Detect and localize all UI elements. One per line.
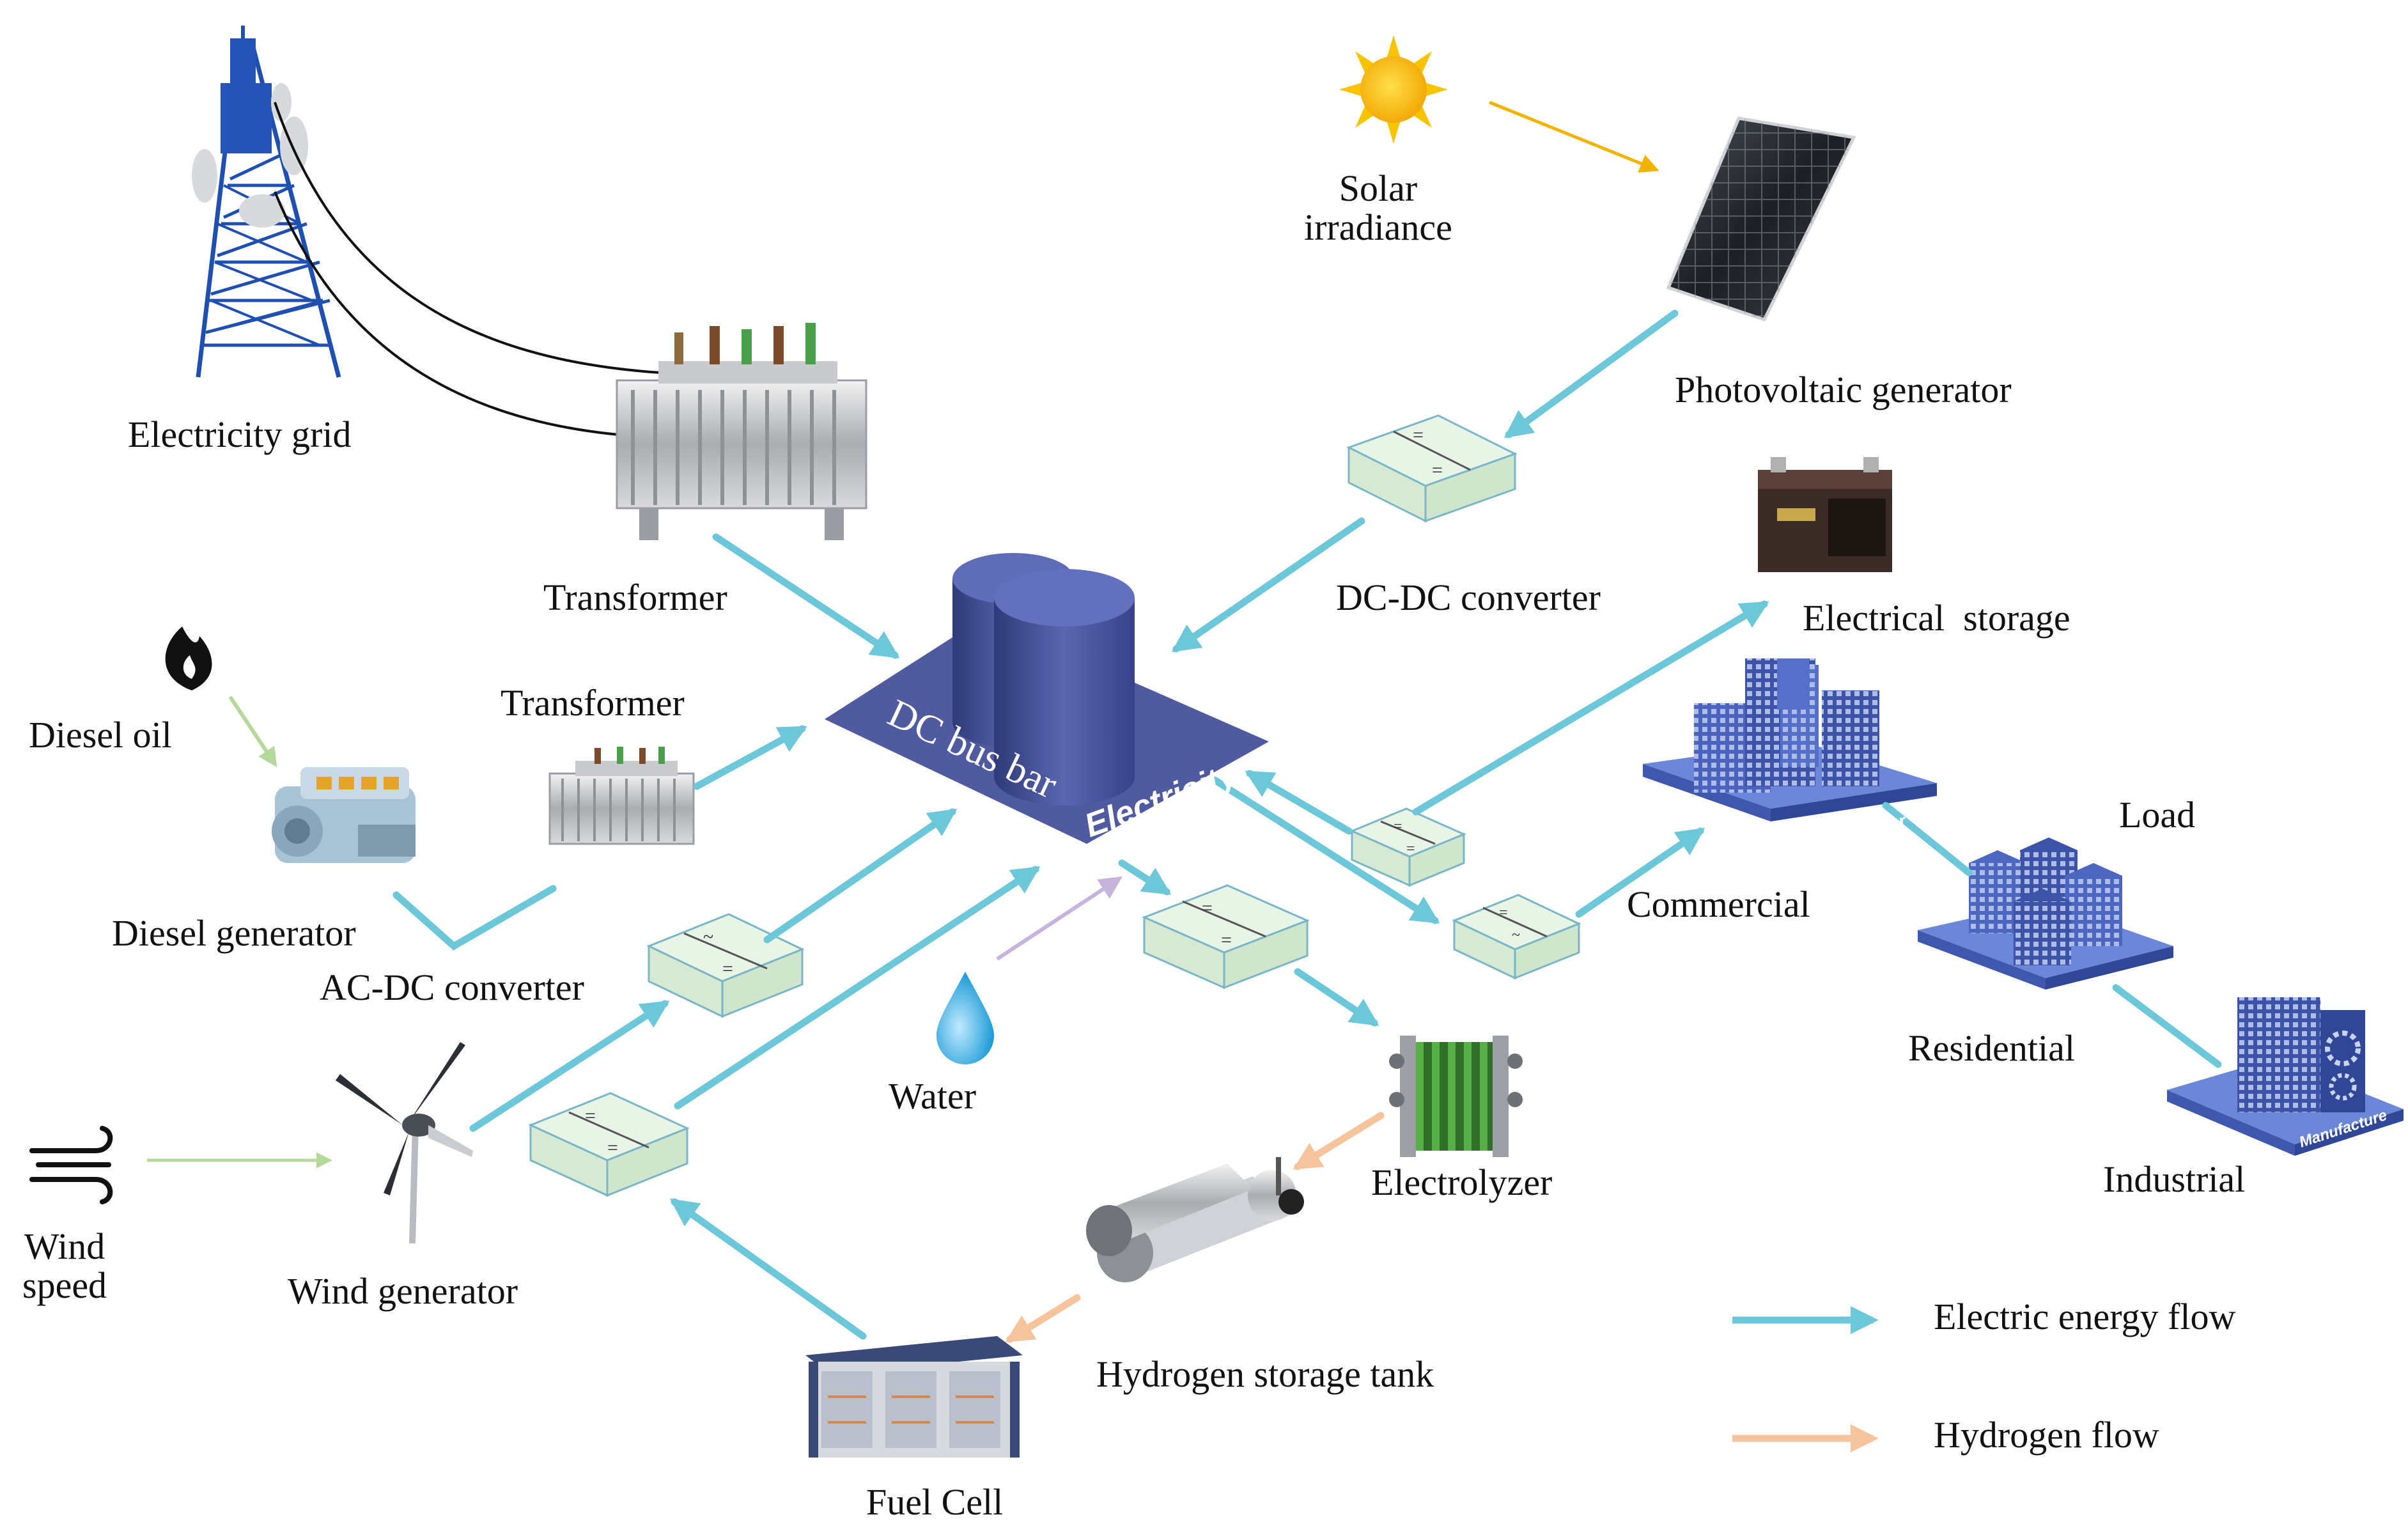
wind-icon bbox=[29, 1126, 113, 1204]
label-dc-dc-converter: DC-DC converter bbox=[1336, 577, 1601, 618]
converter-ac-dc-diesel: ~ = bbox=[646, 913, 805, 1018]
electrolyzer-icon bbox=[1389, 1036, 1523, 1157]
legend bbox=[1732, 1306, 1879, 1452]
label-solar-irradiance-line2: irradiance bbox=[1304, 206, 1452, 248]
label-industrial: Industrial bbox=[2103, 1158, 2246, 1200]
svg-text:=: = bbox=[607, 1137, 618, 1158]
svg-text:=: = bbox=[1499, 905, 1508, 921]
svg-text:=: = bbox=[1221, 929, 1232, 951]
label-commercial: Commercial bbox=[1627, 883, 1810, 925]
pv-panel-icon bbox=[1666, 116, 1856, 322]
converter-dc-dc-pv: = = bbox=[1346, 414, 1518, 523]
label-solar-irradiance-line1: Solar bbox=[1339, 167, 1418, 209]
label-diesel-generator: Diesel generator bbox=[112, 912, 356, 954]
label-diesel-oil: Diesel oil bbox=[29, 714, 172, 756]
label-water: Water bbox=[889, 1075, 977, 1117]
water-arrow bbox=[996, 876, 1123, 961]
fuel-cell-icon bbox=[805, 1336, 1023, 1458]
svg-text:=: = bbox=[1413, 424, 1424, 446]
converter-load: = ~ bbox=[1452, 894, 1581, 980]
industrial-building-icon bbox=[2167, 997, 2404, 1156]
label-wind-speed-line1: Wind bbox=[24, 1225, 105, 1267]
label-wind-speed: Wind speed bbox=[22, 1227, 107, 1305]
label-fuel-cell: Fuel Cell bbox=[866, 1481, 1004, 1523]
label-transformer-top: Transformer bbox=[543, 577, 727, 618]
svg-text:~: ~ bbox=[703, 926, 713, 947]
label-wind-speed-line2: speed bbox=[22, 1264, 107, 1306]
grid-tower-icon bbox=[192, 26, 701, 440]
label-ac-dc-converter: AC-DC converter bbox=[320, 967, 584, 1008]
converter-ac-dc-wind: = = bbox=[528, 1092, 690, 1197]
legend-electric-label: Electric energy flow bbox=[1934, 1296, 2236, 1337]
dc-bus-bar bbox=[825, 553, 1269, 844]
residential-buildings-icon bbox=[1918, 837, 2173, 990]
electric-flow-arrows bbox=[392, 309, 2222, 1340]
label-wind-generator: Wind generator bbox=[288, 1270, 518, 1312]
flame-icon bbox=[165, 626, 212, 690]
legend-hydrogen-label: Hydrogen flow bbox=[1934, 1414, 2159, 1456]
label-transformer-mid: Transformer bbox=[501, 682, 685, 724]
diesel-generator-icon bbox=[272, 767, 416, 863]
svg-text:=: = bbox=[585, 1105, 596, 1126]
diesel-oil-arrow bbox=[228, 696, 277, 767]
transformer-mid-icon bbox=[548, 747, 695, 845]
wind-turbine-icon bbox=[336, 1042, 473, 1244]
label-electrical-storage: Electrical storage bbox=[1803, 597, 2070, 639]
label-electricity-grid: Electricity grid bbox=[128, 414, 352, 455]
label-photovoltaic-generator: Photovoltaic generator bbox=[1675, 369, 2012, 410]
converter-storage: = = bbox=[1349, 807, 1466, 887]
commercial-buildings-icon bbox=[1643, 658, 1937, 821]
transformer-top-icon bbox=[616, 323, 867, 540]
sun-icon bbox=[1339, 35, 1448, 144]
converter-electrolyzer: = = bbox=[1142, 884, 1310, 990]
hydrogen-tank-icon bbox=[1086, 1157, 1304, 1282]
label-solar-irradiance: Solar irradiance bbox=[1304, 169, 1452, 247]
trade-center-tag: Trade Center bbox=[1798, 810, 1909, 863]
svg-text:~: ~ bbox=[1512, 927, 1520, 944]
svg-text:=: = bbox=[1394, 818, 1402, 835]
label-load: Load bbox=[2119, 794, 2196, 836]
svg-text:=: = bbox=[722, 958, 733, 979]
solar-arrow bbox=[1489, 100, 1659, 173]
label-residential: Residential bbox=[1908, 1027, 2075, 1069]
label-electrolyzer: Electrolyzer bbox=[1371, 1162, 1553, 1203]
hydrogen-flow-arrows bbox=[1005, 1112, 1385, 1343]
svg-text:=: = bbox=[1432, 460, 1443, 481]
battery-icon bbox=[1758, 457, 1892, 572]
svg-text:=: = bbox=[1406, 841, 1415, 857]
water-drop-icon bbox=[936, 972, 994, 1064]
label-hydrogen-storage-tank: Hydrogen storage tank bbox=[1096, 1353, 1434, 1395]
svg-text:=: = bbox=[1202, 898, 1213, 919]
